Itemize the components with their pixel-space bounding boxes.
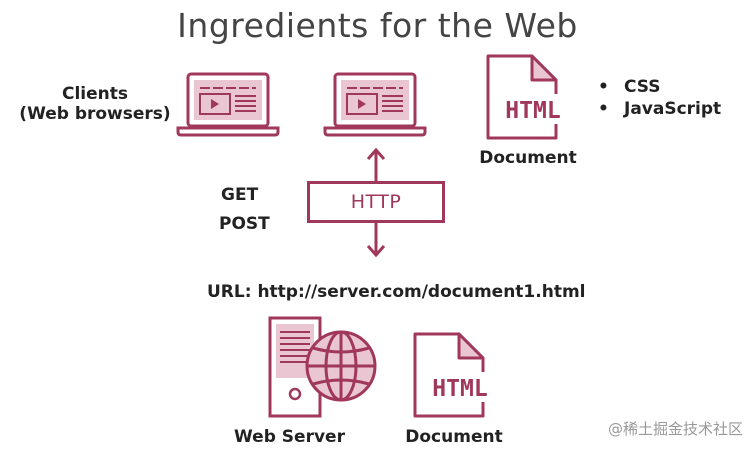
laptop-icon — [323, 72, 427, 137]
top-doc-icon-text: HTML — [505, 98, 560, 124]
tech-list: CSS JavaScript — [598, 76, 721, 120]
url-label: URL: http://server.com/document1.html — [207, 282, 586, 302]
clients-label-line2: (Web browsers) — [19, 104, 171, 124]
server-label: Web Server — [234, 427, 345, 447]
clients-label: Clients (Web browsers) — [0, 84, 190, 124]
http-box: HTTP — [307, 181, 445, 223]
laptop-icon — [176, 72, 280, 137]
list-item: CSS — [598, 76, 721, 98]
bottom-doc-icon-text: HTML — [432, 376, 487, 402]
arrow-down-icon — [366, 223, 386, 258]
http-label: HTTP — [350, 191, 402, 213]
page-title: Ingredients for the Web — [177, 6, 578, 45]
document-icon: HTML — [486, 54, 572, 140]
bottom-doc-label: Document — [405, 427, 503, 447]
top-doc-label: Document — [479, 148, 577, 168]
list-item: JavaScript — [598, 98, 721, 120]
document-icon: HTML — [413, 332, 499, 418]
globe-icon — [305, 330, 377, 402]
post-label: POST — [219, 214, 270, 234]
clients-label-line1: Clients — [61, 84, 128, 104]
watermark: @稀土掘金技术社区 — [607, 420, 743, 438]
arrow-up-icon — [366, 147, 386, 181]
get-label: GET — [221, 185, 259, 205]
